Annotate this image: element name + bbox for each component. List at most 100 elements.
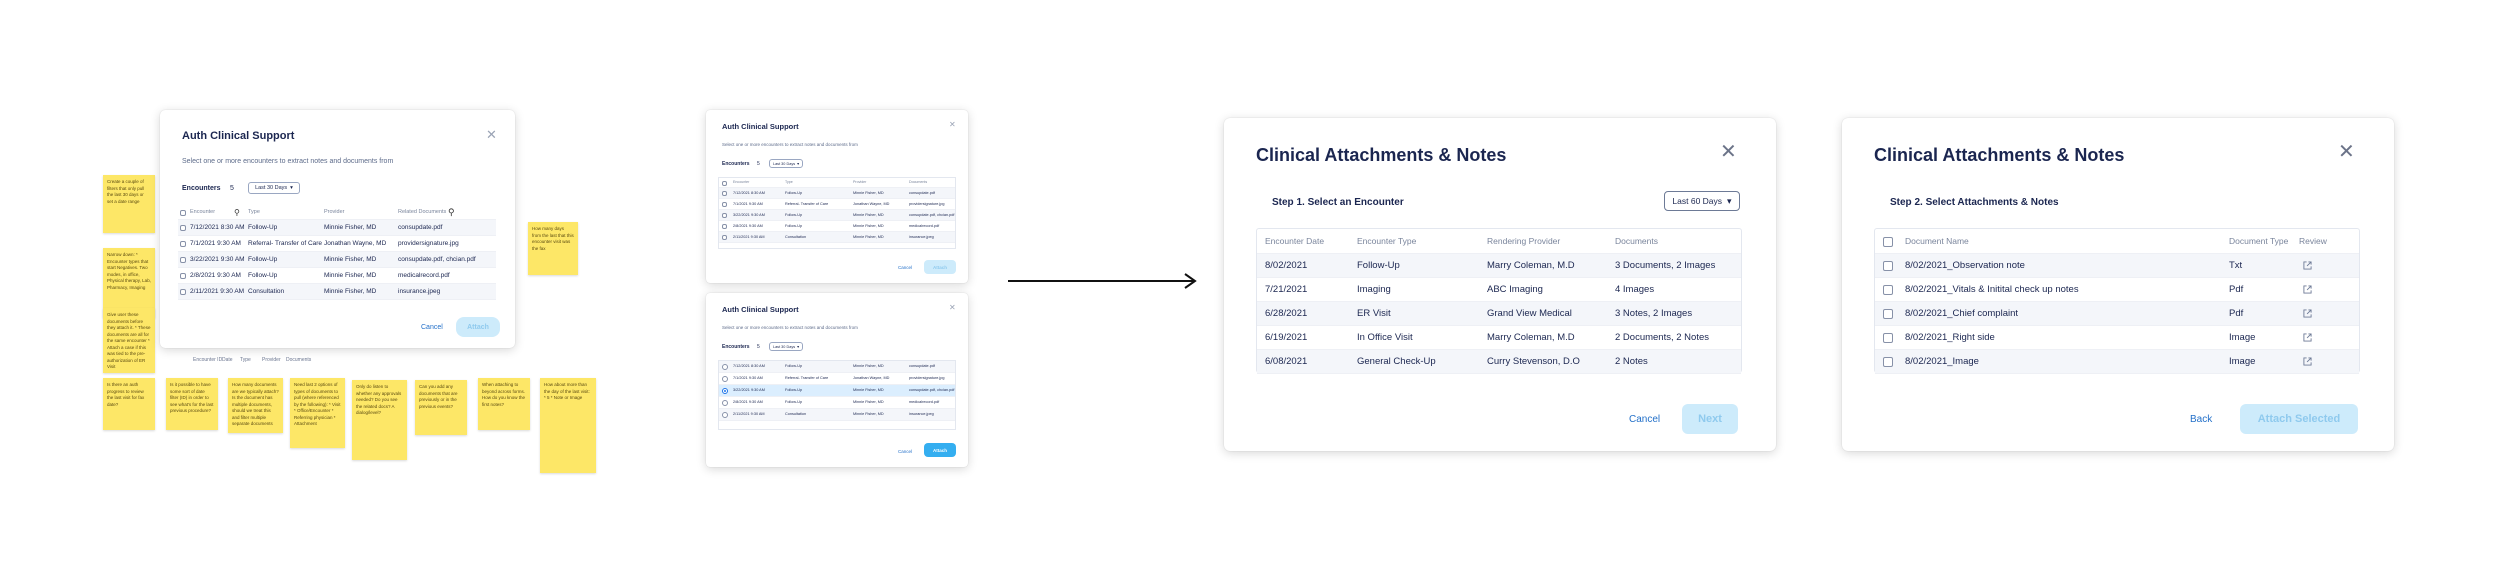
table-cell: consupdate.pdf [909,190,935,195]
sticky-note: Create a couple of filters that only pul… [103,175,155,233]
encounters-label: Encounters [182,185,221,192]
open-external-icon[interactable] [2303,285,2312,294]
table-cell: Minnie Fisher, MD [853,400,884,405]
open-external-icon[interactable] [2303,357,2312,366]
table-cell: 6/28/2021 [1265,308,1308,320]
select-all-checkbox[interactable] [722,180,727,186]
row-checkbox[interactable] [1883,261,1893,271]
table-cell: Referral- Transfer of Care [785,201,829,206]
table-row[interactable]: 8/02/2021_Vitals & Initital check up not… [1875,278,2359,302]
close-icon[interactable]: ✕ [486,127,497,142]
date-filter-dropdown[interactable]: Last 30 Days▾ [769,159,803,168]
sticky-column-label: Documents [286,357,312,363]
close-icon[interactable]: ✕ [949,303,956,312]
table-cell: 2/11/2021 9:30 AM [733,234,765,239]
date-filter-dropdown[interactable]: Last 60 Days▾ [1664,191,1740,211]
row-radio[interactable] [722,364,728,370]
column-header: Document Name [1905,236,1969,247]
table-cell: Follow-Up [785,212,803,217]
chevron-down-icon: ▾ [797,162,800,166]
row-checkbox[interactable] [1883,357,1893,367]
date-filter-dropdown[interactable]: Last 30 Days▾ [769,342,803,351]
table-cell: 2/8/2021 9:30 AM [733,400,763,405]
select-all-checkbox[interactable] [1883,236,1893,247]
cancel-button[interactable]: Cancel [1629,414,1661,425]
cancel-button[interactable]: Cancel [898,265,913,270]
next-button[interactable]: Next [1682,404,1738,434]
row-checkbox[interactable] [722,202,727,207]
table-cell: General Check-Up [1357,356,1436,368]
row-checkbox[interactable] [722,213,727,218]
row-checkbox[interactable] [1883,309,1893,319]
column-header: Encounter [733,180,750,185]
back-button[interactable]: Back [2190,414,2213,425]
table-cell: Follow-Up [248,271,278,279]
search-icon[interactable]: ⚲ [234,208,240,217]
table-cell: 2/11/2021 9:30 AM [733,412,765,417]
search-icon[interactable]: ⚲ [448,207,455,217]
table-cell: consupdate.pdf, chcian.pdf [909,212,955,217]
row-checkbox[interactable] [180,225,186,231]
sticky-note: Is it possible to have some sort of date… [166,378,218,430]
row-checkbox[interactable] [180,289,186,295]
table-cell: consupdate.pdf, chcian.pdf [909,388,955,393]
sticky-note-text: How many days from the last that this en… [532,226,574,251]
row-checkbox[interactable] [180,273,186,279]
row-checkbox[interactable] [722,224,727,229]
row-checkbox[interactable] [722,235,727,240]
open-external-icon[interactable] [2303,309,2312,318]
attach-selected-button[interactable]: Attach Selected [2240,404,2358,434]
attach-button[interactable]: Attach [924,443,956,457]
close-icon[interactable]: ✕ [949,120,956,129]
date-filter-label: Last 60 Days [1672,196,1723,206]
row-radio[interactable] [722,400,728,406]
close-icon[interactable]: ✕ [1720,141,1737,163]
row-checkbox[interactable] [180,257,186,263]
cancel-button[interactable]: Cancel [421,324,443,331]
row-checkbox[interactable] [1883,333,1893,343]
table-cell: In Office Visit [1357,332,1413,344]
close-icon[interactable]: ✕ [2338,141,2355,163]
open-external-icon[interactable] [2303,261,2312,270]
row-radio[interactable] [722,388,728,394]
date-filter-dropdown[interactable]: Last 30 Days▾ [248,182,300,194]
attach-button[interactable]: Attach [924,260,956,274]
attach-button[interactable]: Attach [456,317,500,337]
open-external-icon[interactable] [2303,333,2312,342]
row-checkbox[interactable] [180,241,186,247]
column-header: Documents [1615,236,1658,247]
table-cell: Follow-Up [785,388,803,393]
row-checkbox[interactable] [1883,285,1893,295]
row-radio[interactable] [722,412,728,418]
row-checkbox[interactable] [722,191,727,196]
select-all-checkbox[interactable] [180,210,186,216]
cancel-button[interactable]: Cancel [898,449,913,454]
row-radio[interactable] [722,376,728,382]
